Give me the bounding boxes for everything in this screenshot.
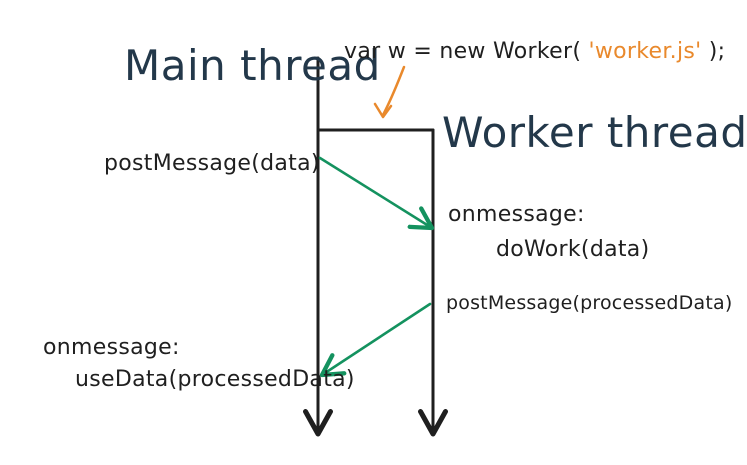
- worker-constructor-code: var w = new Worker( 'worker.js' );: [344, 39, 725, 64]
- worker-to-main-message-arrow: [319, 302, 432, 378]
- worker-onmessage-label: onmessage:: [448, 202, 585, 227]
- main-to-worker-message-arrow: [318, 156, 435, 231]
- worker-post-message-label: postMessage(processedData): [446, 292, 732, 314]
- worker-constructor-prefix: var w = new Worker(: [344, 39, 581, 64]
- worker-constructor-suffix: );: [709, 39, 726, 64]
- worker-thread-title: Worker thread: [442, 108, 747, 157]
- worker-file-name: 'worker.js': [589, 39, 702, 64]
- worker-dowork-label: doWork(data): [496, 237, 649, 262]
- constructor-arrow-head: [373, 102, 393, 119]
- constructor-arrow: [381, 65, 406, 117]
- main-onmessage-label: onmessage:: [43, 335, 180, 360]
- main-post-message-label: postMessage(data): [104, 151, 320, 176]
- main-usedata-label: useData(processedData): [75, 367, 355, 392]
- main-thread-title: Main thread: [124, 41, 381, 90]
